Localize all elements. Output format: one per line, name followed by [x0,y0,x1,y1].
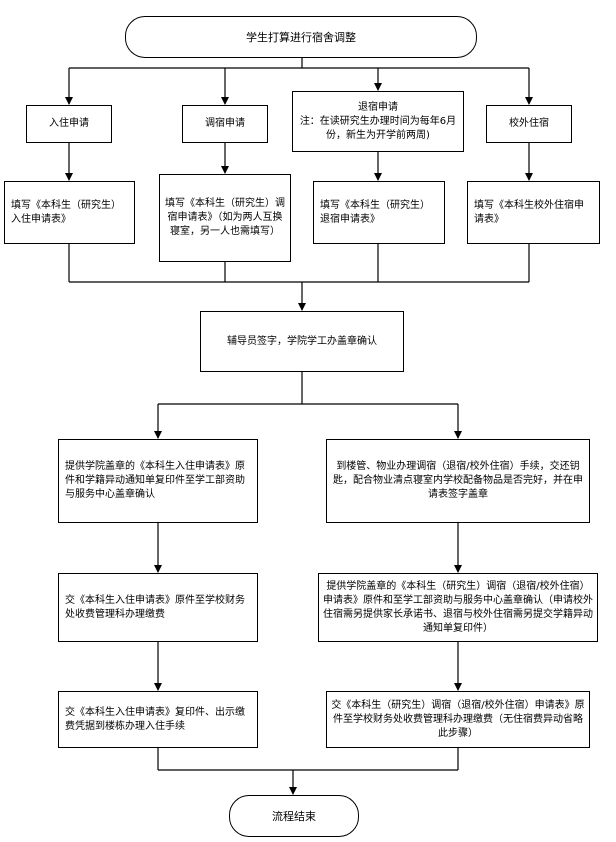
start-node: 学生打算进行宿舍调整 [125,16,477,58]
category-offcampus: 校外住宿 [486,105,572,143]
end-node: 流程结束 [229,795,359,837]
category-checkout-note: 注：在读研究生办理时间为每年6月份，新生为开学前两周) [299,115,457,141]
start-label: 学生打算进行宿舍调整 [246,31,356,44]
merge-step: 辅导员签字，学院学工办盖章确认 [200,311,404,372]
category-checkout-label: 退宿申请 [358,101,398,113]
left-step-2: 交《本科生入住申请表》原件至学校财务处收费管理科办理缴费 [58,573,258,642]
category-swap: 调宿申请 [182,105,268,143]
right-step-1: 到楼管、物业办理调宿（退宿/校外住宿）手续，交还钥匙，配合物业清点寝室内学校配备… [326,439,590,523]
form-offcampus-text: 填写《本科生校外住宿申请表》 [474,199,584,225]
merge-step-text: 辅导员签字，学院学工办盖章确认 [227,335,377,347]
form-checkin: 填写《本科生（研究生）入住申请表》 [4,181,135,244]
left-step-2-text: 交《本科生入住申请表》原件至学校财务处收费管理科办理缴费 [65,594,245,620]
left-step-3: 交《本科生入住申请表》复印件、出示缴费凭据到楼栋办理入住手续 [58,691,258,748]
form-checkout-text: 填写《本科生（研究生）退宿申请表》 [320,199,430,225]
form-checkout: 填写《本科生（研究生）退宿申请表》 [313,181,445,244]
form-swap-text: 填写《本科生（研究生）调宿申请表》（如为两人互换寝室，另一人也需填写） [165,198,285,237]
category-checkout: 退宿申请 注：在读研究生办理时间为每年6月份，新生为开学前两周) [292,91,464,152]
category-offcampus-label: 校外住宿 [509,118,549,129]
left-step-1: 提供学院盖章的《本科生入住申请表》原件和学籍异动通知单复印件至学工部资助与服务中… [58,439,258,523]
form-offcampus: 填写《本科生校外住宿申请表》 [467,181,600,244]
left-step-1-text: 提供学院盖章的《本科生入住申请表》原件和学籍异动通知单复印件至学工部资助与服务中… [65,461,245,500]
form-swap: 填写《本科生（研究生）调宿申请表》（如为两人互换寝室，另一人也需填写） [159,174,291,262]
category-checkin: 入住申请 [26,105,112,143]
end-label: 流程结束 [272,810,316,823]
right-step-2: 提供学院盖章的《本科生（研究生）调宿（退宿/校外住宿）申请表》原件和至学工部资助… [318,573,598,642]
right-step-3-text: 交《本科生（研究生）调宿（退宿/校外住宿）申请表》原件至学校财务处收费管理科办理… [331,699,585,739]
form-checkin-text: 填写《本科生（研究生）入住申请表》 [11,199,121,225]
right-step-1-text: 到楼管、物业办理调宿（退宿/校外住宿）手续，交还钥匙，配合物业清点寝室内学校配备… [333,461,583,500]
right-step-3: 交《本科生（研究生）调宿（退宿/校外住宿）申请表》原件至学校财务处收费管理科办理… [326,691,590,748]
category-swap-label: 调宿申请 [205,118,245,129]
category-checkin-label: 入住申请 [49,118,89,129]
right-step-2-text: 提供学院盖章的《本科生（研究生）调宿（退宿/校外住宿）申请表》原件和至学工部资助… [323,580,593,634]
left-step-3-text: 交《本科生入住申请表》复印件、出示缴费凭据到楼栋办理入住手续 [65,706,245,732]
